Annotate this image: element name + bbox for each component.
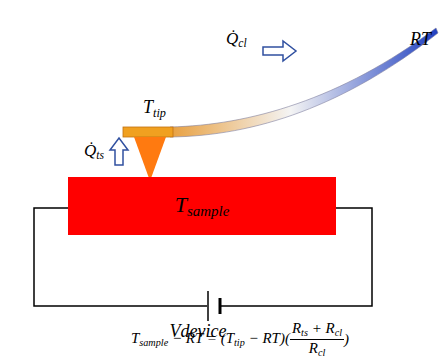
- voltage-label: Vdevice: [170, 322, 227, 342]
- fraction: Rts + RclRcl: [290, 320, 344, 358]
- probe-tip: [134, 137, 166, 181]
- heat-flow-label: Q̇ts: [84, 142, 104, 163]
- fraction-numerator: Rts + Rcl: [290, 320, 344, 339]
- equation-text: ): [344, 331, 349, 348]
- room-temperature-label: RT: [410, 30, 431, 50]
- temperature-label: Ttip: [143, 98, 166, 120]
- heat-flow-arrow: [263, 41, 296, 61]
- battery-plate: [207, 291, 209, 321]
- node-label: Tsample: [175, 193, 230, 220]
- battery-plate: [219, 298, 222, 314]
- heat-flow-label: Q̇cl: [226, 30, 247, 51]
- cantilever-base: [123, 127, 173, 137]
- cantilever-beam: [170, 28, 438, 137]
- heat-flow-arrow: [110, 138, 128, 165]
- sample-block: Tsample: [68, 177, 336, 235]
- fraction-denominator: Rcl: [309, 340, 326, 358]
- equation: Tsample − RT = (Ttip − RT)(Rts + RclRcl): [131, 320, 349, 358]
